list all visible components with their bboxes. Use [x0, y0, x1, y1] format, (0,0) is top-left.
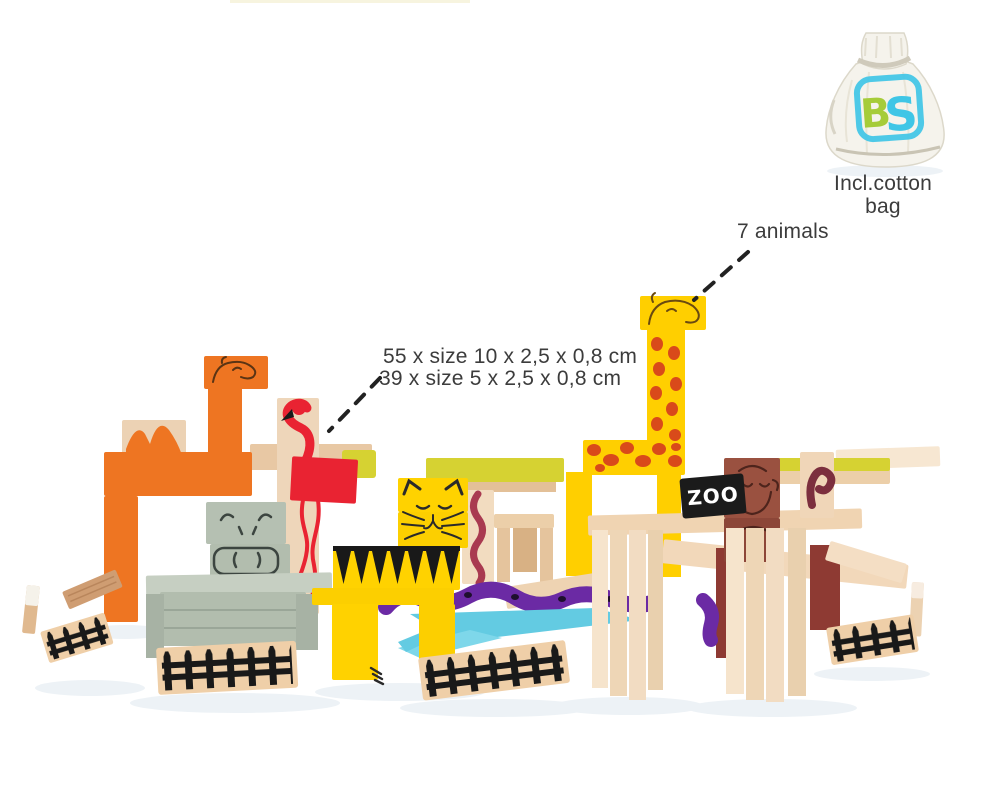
tiger-head-block — [398, 478, 468, 548]
zoo-sign-block: ZOO — [679, 473, 747, 519]
hippo-snout-block — [210, 544, 290, 578]
fence-block-center — [418, 640, 570, 701]
loose-planks-left — [22, 569, 123, 634]
pillar-blocks-right — [726, 528, 806, 702]
flamingo-beak-art — [281, 409, 294, 421]
animal-count-label: 7 animals — [737, 220, 829, 243]
giraffe-leg-block — [566, 472, 592, 576]
hippo-head-block — [206, 502, 286, 544]
fence-block-hippo — [156, 640, 299, 695]
bag-caption-line2: bag — [865, 195, 901, 218]
hippo-body-block — [160, 592, 306, 646]
camel-neck-block — [208, 387, 242, 455]
camel-head-block — [204, 356, 268, 389]
bag-caption-line1: Incl.cotton — [834, 172, 932, 195]
tiger-body-block — [312, 546, 460, 605]
annotation-lines — [327, 250, 750, 433]
bag-logo-letter-s: S — [883, 86, 920, 142]
monkey-tail-block — [800, 452, 836, 518]
bag-logo-letter-b: B — [859, 90, 893, 138]
hippo-leg-block — [146, 594, 164, 658]
tiger-leg-block — [419, 604, 455, 664]
hippo-blocks — [145, 502, 333, 658]
tiger-blocks — [312, 478, 468, 686]
flamingo-body-block — [289, 456, 359, 504]
giraffe-head-block — [640, 292, 706, 330]
scan-artifact — [230, 0, 470, 3]
dashed-line-animals — [692, 250, 750, 302]
camel-body-block — [104, 452, 252, 496]
shadows — [35, 165, 943, 717]
giraffe-body-block — [583, 440, 685, 475]
size-label-line2: 39 x size 5 x 2,5 x 0,8 cm — [379, 367, 622, 390]
camel-hump-block — [122, 420, 186, 456]
camel-leg-block — [104, 496, 138, 622]
dashed-line-sizes — [327, 376, 382, 433]
hippo-back-plank — [145, 572, 333, 596]
cotton-bag: B S — [825, 32, 945, 168]
bag-caption: Incl.cotton bag — [818, 172, 948, 218]
tiger-leg-block — [332, 604, 378, 680]
size-label-line1: 55 x size 10 x 2,5 x 0,8 cm — [383, 345, 638, 368]
tiger-claws-art — [369, 666, 385, 686]
pillar-blocks-left — [592, 530, 663, 700]
fence-block-right — [826, 614, 919, 665]
table-blocks — [426, 458, 564, 587]
hippo-leg-block — [296, 594, 318, 650]
bag-logo: B S — [853, 73, 925, 142]
fence-block-left — [40, 612, 114, 663]
giraffe-neck-block — [647, 330, 685, 442]
